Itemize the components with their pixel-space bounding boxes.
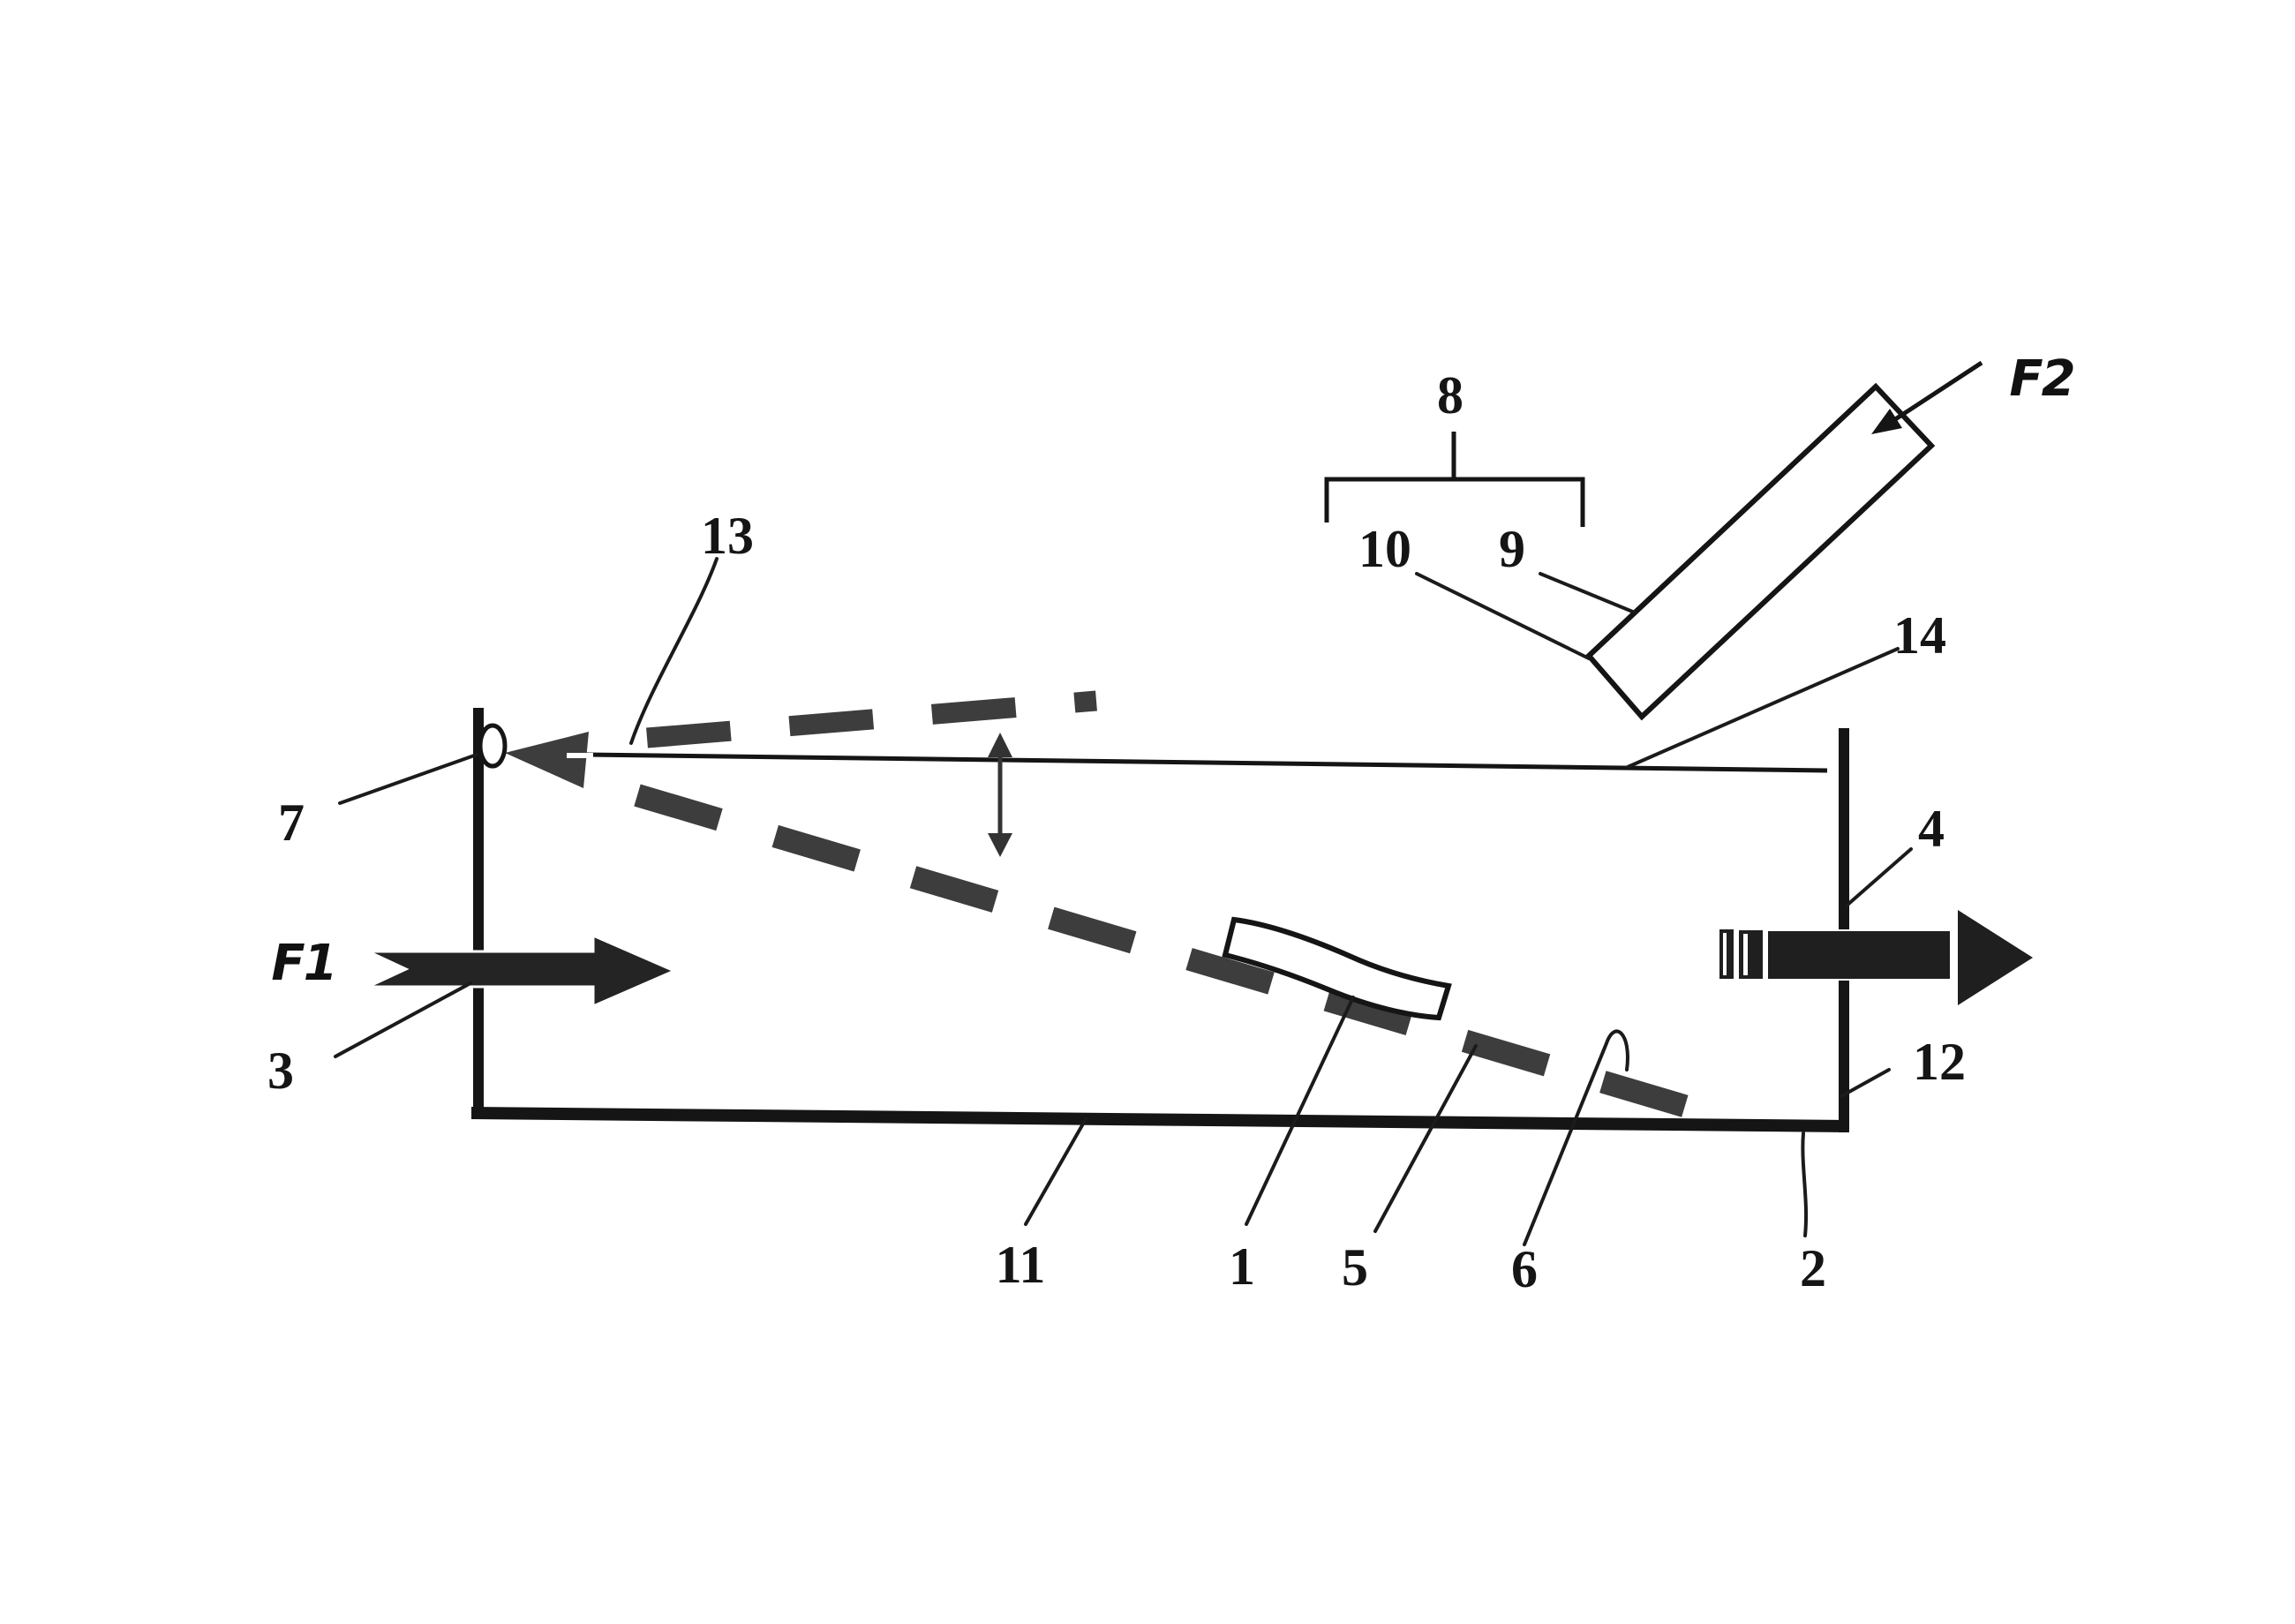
belt-upper-dashed-run <box>646 690 1097 748</box>
label-4: 4 <box>1918 800 1945 858</box>
feed-flow-arrow <box>1871 360 1983 434</box>
label-8: 8 <box>1437 366 1464 425</box>
leader-11 <box>1024 1117 1087 1226</box>
liquid-surface-line <box>585 752 1828 773</box>
label-5: 5 <box>1342 1238 1368 1297</box>
feed-chute <box>1584 382 1936 721</box>
leader-7 <box>338 753 478 805</box>
tank-vessel <box>471 708 1849 1132</box>
label-12: 12 <box>1913 1033 1966 1091</box>
outlet-port-stripe-gap <box>1723 933 1727 975</box>
curved-deflector-ribbon <box>1222 916 1452 1021</box>
label-f2: F2 <box>2009 350 2073 408</box>
leader-9 <box>1539 572 1637 614</box>
belt-lower-dashed-run <box>634 784 1697 1120</box>
tank-left-wall <box>473 708 484 1116</box>
label-7: 7 <box>278 793 305 852</box>
leader-1 <box>1245 996 1355 1226</box>
outlet-arrow-head-icon <box>1958 910 2033 1005</box>
outlet-arrow-body <box>1766 929 1952 981</box>
pulley-roller <box>478 723 508 769</box>
leader-4 <box>1845 847 1913 907</box>
label-6: 6 <box>1511 1240 1538 1298</box>
outlet-port-stripe <box>1739 930 1763 979</box>
label-3: 3 <box>267 1041 294 1100</box>
tank-bottom-wall <box>471 1107 1849 1132</box>
belt-direction-arrowhead-icon <box>505 732 589 788</box>
leader-lines <box>334 557 1913 1246</box>
label-10: 10 <box>1358 520 1411 578</box>
level-adjust-double-arrow-icon <box>988 733 1012 857</box>
feed-arrow-shaft <box>1880 360 1983 431</box>
label-14: 14 <box>1893 606 1946 665</box>
leader-5 <box>1373 1044 1478 1233</box>
label-9: 9 <box>1499 520 1525 578</box>
leader-14 <box>1626 647 1900 769</box>
label-2: 2 <box>1800 1239 1826 1297</box>
reference-labels: 8 10 9 13 14 7 3 4 12 11 1 5 6 2 F1 F2 <box>267 350 2076 1298</box>
outlet-port-stripe-gap <box>1743 934 1748 975</box>
leader-10 <box>1415 572 1591 660</box>
dashed-belt <box>478 690 1697 1120</box>
double-arrow-down-head-icon <box>988 833 1012 857</box>
feed-arrow-head-icon <box>1871 409 1902 434</box>
leader-6 <box>1523 1029 1629 1246</box>
label-11: 11 <box>996 1236 1046 1294</box>
inlet-flow-arrow-icon <box>367 933 678 1009</box>
group-bracket <box>1324 432 1585 527</box>
leader-3 <box>334 981 472 1058</box>
leader-12 <box>1840 1068 1891 1098</box>
label-f1: F1 <box>271 935 335 992</box>
leader-13 <box>629 557 719 745</box>
label-1: 1 <box>1229 1237 1255 1296</box>
outlet-flow-assembly <box>1719 910 2033 1005</box>
double-arrow-up-head-icon <box>988 733 1012 757</box>
leader-2 <box>1801 1132 1809 1237</box>
label-13: 13 <box>701 507 754 565</box>
